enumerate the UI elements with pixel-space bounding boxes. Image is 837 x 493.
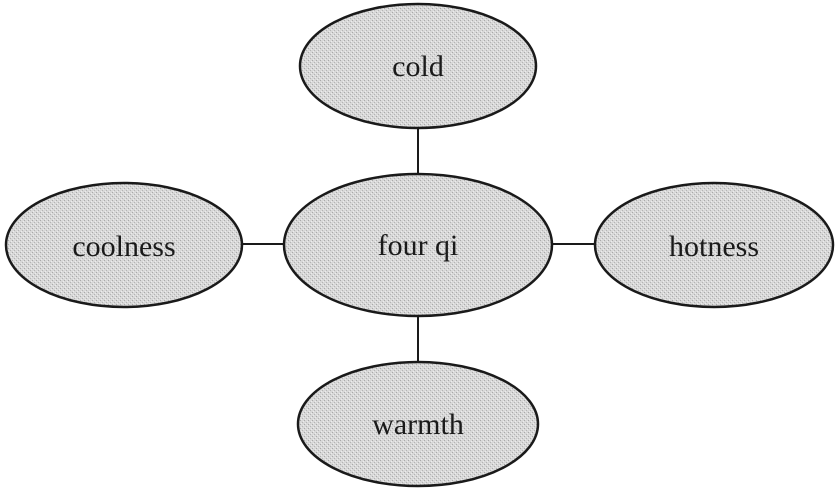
node-warmth: warmth (296, 360, 540, 488)
node-cold-label: cold (392, 50, 444, 83)
node-hotness-label: hotness (669, 230, 759, 263)
node-hotness: hotness (593, 181, 835, 309)
node-warmth-label: warmth (372, 408, 464, 441)
node-coolness: coolness (4, 181, 244, 309)
node-four-qi: four qi (282, 172, 554, 318)
node-coolness-label: coolness (72, 230, 175, 263)
node-cold: cold (298, 2, 538, 130)
node-four-qi-label: four qi (378, 229, 459, 262)
